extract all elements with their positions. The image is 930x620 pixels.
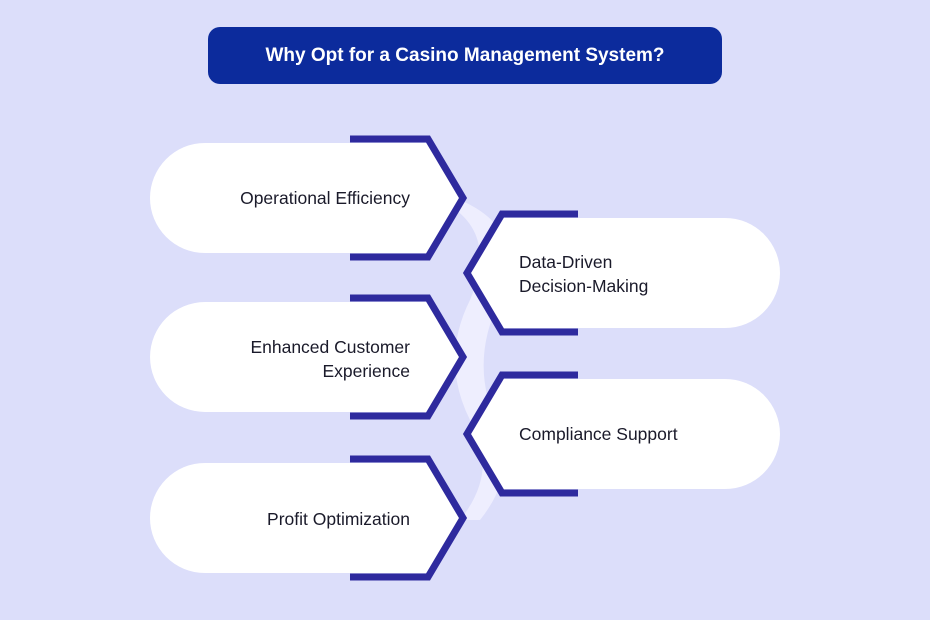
card-operational-efficiency: [150, 135, 468, 261]
label-profit-optimization: Profit Optimization: [267, 509, 410, 529]
diagram-title: Why Opt for a Casino Management System?: [208, 27, 722, 84]
card-enhanced-customer-experience: [150, 294, 468, 420]
card-profit-optimization: [150, 455, 468, 581]
label-operational-efficiency: Operational Efficiency: [240, 188, 410, 208]
label-enhanced-customer-experience: Enhanced Customer Experience: [250, 337, 410, 381]
card-data-driven: [462, 210, 780, 336]
card-compliance-support: [462, 371, 780, 497]
label-data-driven: Data-Driven Decision-Making: [519, 252, 649, 296]
label-compliance-support: Compliance Support: [519, 424, 678, 444]
